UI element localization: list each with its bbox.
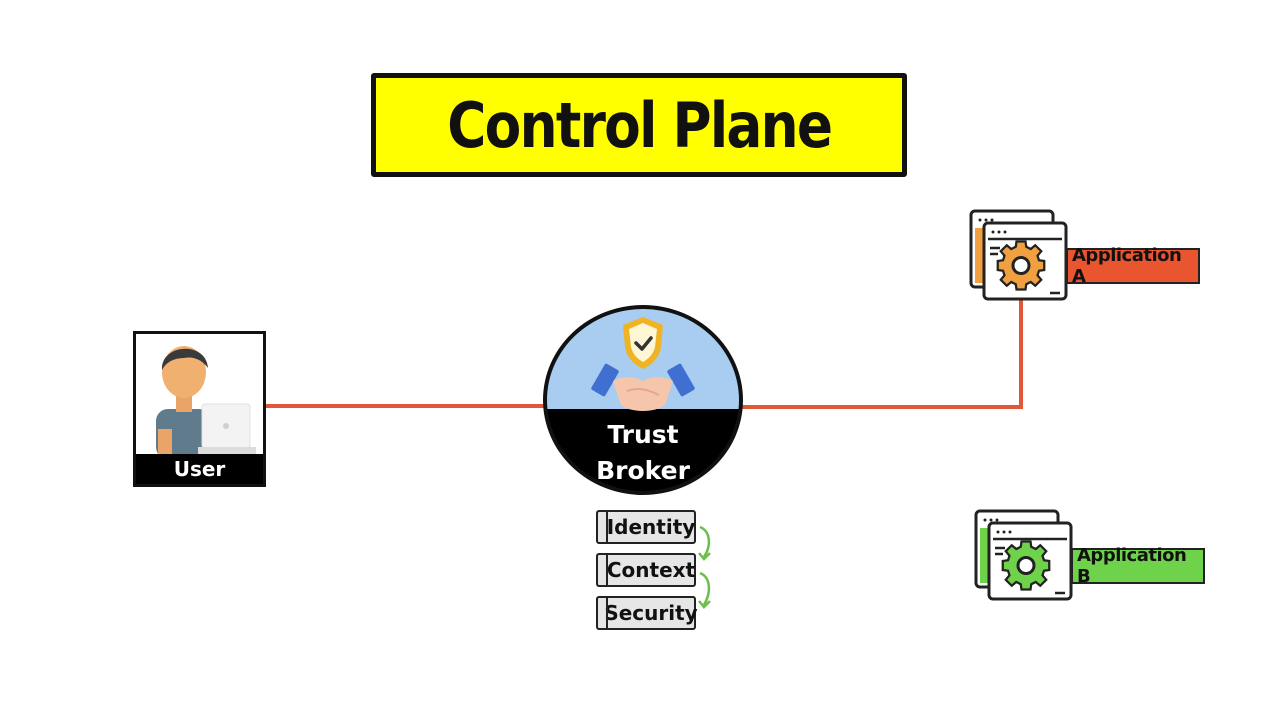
user-node: User	[133, 331, 266, 487]
app-window-gear-icon	[974, 509, 1073, 601]
check-security: Security	[596, 596, 698, 630]
application-a-node: Application A	[968, 208, 1200, 303]
connector-user-broker	[266, 404, 546, 408]
trust-broker-line1: Trust	[607, 420, 679, 449]
handshake-shield-icon	[591, 317, 695, 411]
connector-broker-app-a-horizontal	[742, 405, 1023, 409]
application-b-node: Application B	[973, 508, 1205, 603]
trust-broker-label: Trust Broker	[547, 417, 739, 489]
application-a-label: Application A	[1066, 245, 1200, 287]
application-b-label: Application B	[1071, 545, 1205, 587]
title-text: Control Plane	[446, 88, 833, 162]
trust-broker-node: Trust Broker	[543, 305, 743, 495]
check-context: Context	[596, 553, 696, 587]
trust-broker-line2: Broker	[596, 456, 690, 485]
user-with-laptop-icon	[156, 346, 256, 454]
app-window-gear-icon	[969, 209, 1068, 301]
flow-arrows-icon	[698, 525, 711, 609]
user-label: User	[136, 454, 263, 484]
title-banner: Control Plane	[371, 73, 907, 177]
check-identity: Identity	[596, 510, 696, 544]
connector-broker-app-a-vertical	[1019, 298, 1023, 409]
